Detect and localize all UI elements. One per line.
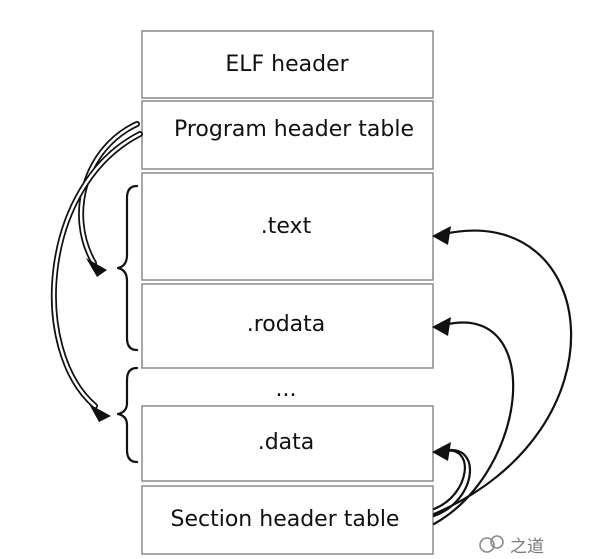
arrow-to-data-segment-head	[89, 404, 111, 422]
text-segment-brace	[116, 184, 139, 352]
watermark: 之道	[479, 535, 544, 557]
elf-header-box	[141, 30, 434, 99]
data-section-label: .data	[258, 430, 315, 455]
program-header-arrows	[50, 121, 143, 422]
rodata-section-label: .rodata	[247, 312, 326, 337]
ellipsis-label: ...	[276, 377, 297, 402]
program-header-table-box	[141, 100, 434, 170]
watermark-icon	[479, 537, 495, 553]
section-header-table-box	[141, 485, 434, 555]
data-segment-brace	[116, 366, 139, 464]
program-header-table-label: Program header table	[174, 117, 414, 142]
arrow-to-text-section-head	[432, 226, 451, 245]
arrow-to-data-section-head	[432, 442, 451, 461]
rodata-section-box	[141, 283, 434, 369]
watermark-text: 之道	[510, 537, 544, 557]
arrow-to-text-segment-head	[86, 258, 107, 277]
section-header-table-label: Section header table	[171, 507, 400, 532]
text-section-label: .text	[261, 214, 312, 239]
arrow-to-rodata-section-head	[432, 317, 451, 336]
elf-header-label: ELF header	[225, 52, 349, 77]
text-section-box	[141, 172, 434, 281]
data-section-box	[141, 405, 434, 482]
section-header-arrows	[432, 226, 573, 526]
